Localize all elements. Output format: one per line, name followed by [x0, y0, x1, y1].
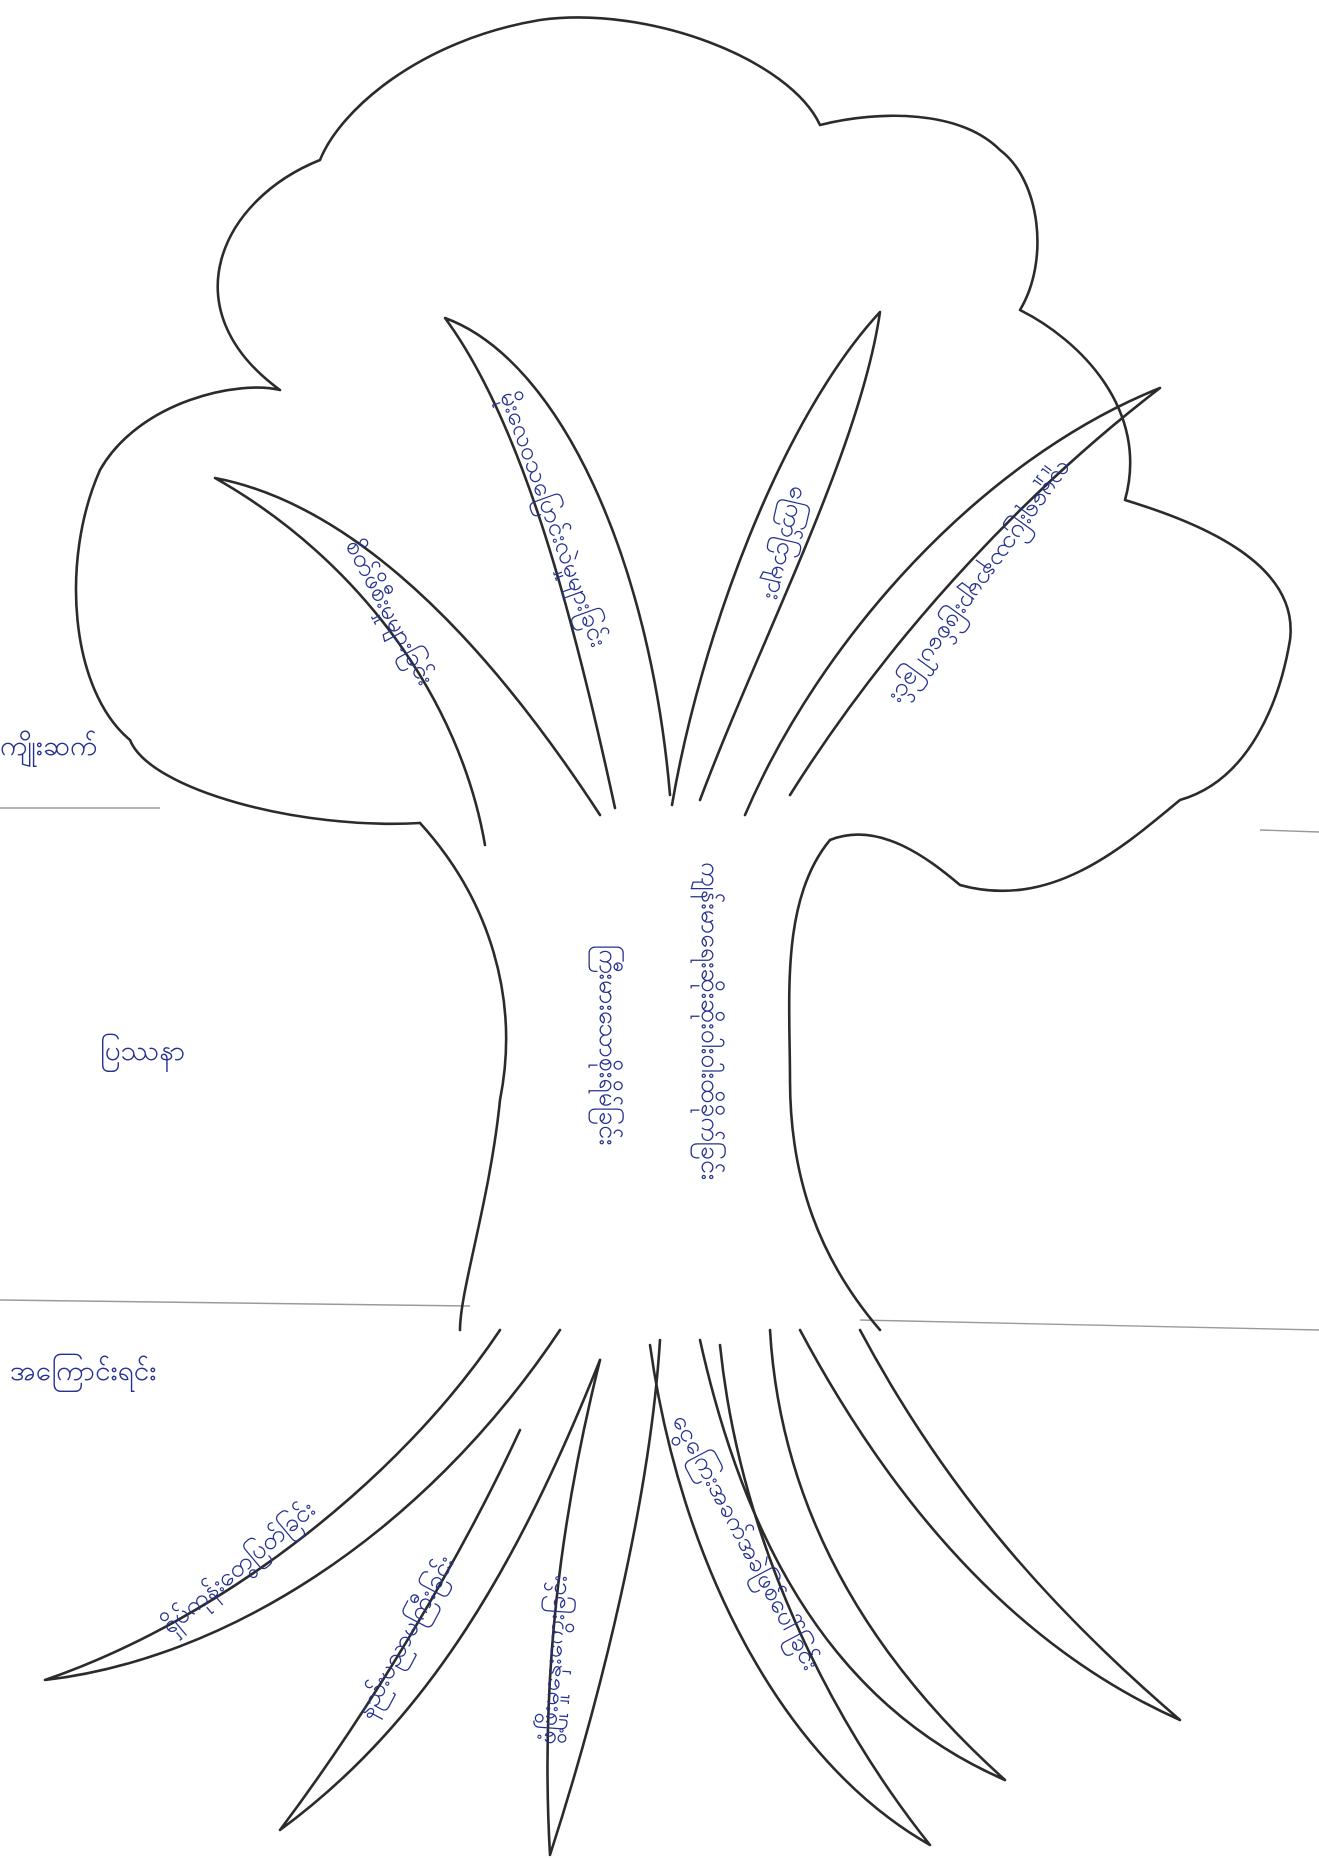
branch-4-text: လူမှုရေးပြဿနာများဖြစ်ပေါ်ခြင်း [881, 454, 1082, 712]
trunk-right-outline [789, 840, 880, 1330]
fold-line-lower [0, 1300, 470, 1306]
branch-2-text: မိုးလေဝသပြောင်းလဲမှုများခြင်း [490, 387, 615, 653]
root-6-shape [800, 1330, 1180, 1720]
root-3-text: ဖွံ့ဖြိုးမှုနှေးကွေးခြင်း [531, 1574, 579, 1746]
side-label-effects: ကျိုးဆက် [0, 728, 98, 768]
trunk-text-right: ကျန်းမာရေးဆိုးဆိုးဝါးဝါးထိခိုက်ခြင်း [691, 862, 726, 1180]
root-4-text: ငွေကြေးအခက်အခဲဖြစ်ပေါ်ခြင်း [661, 1409, 827, 1678]
trunk-text-left: ကြီးမားသောစိုးရိမ်ခြင်း [589, 945, 624, 1146]
side-label-problem: ပြဿနာ [100, 1032, 185, 1073]
tree-crown-outline [76, 18, 1291, 891]
fold-line-lower-right [860, 1320, 1319, 1330]
side-label-causes: အကြောင်းရင်း [10, 1352, 156, 1393]
fold-line-upper-right [1260, 830, 1319, 832]
trunk-left-outline [420, 823, 506, 1330]
root-2-text: နည်းပညာမကြီးခြင်း [349, 1550, 464, 1725]
root-1-text: ရှိပ်ကုန်းတွေပြတ်ခြင်း [155, 1493, 325, 1644]
branch-1-text: စိတ်ဖိစီးမှုများခြင်း [335, 534, 441, 692]
